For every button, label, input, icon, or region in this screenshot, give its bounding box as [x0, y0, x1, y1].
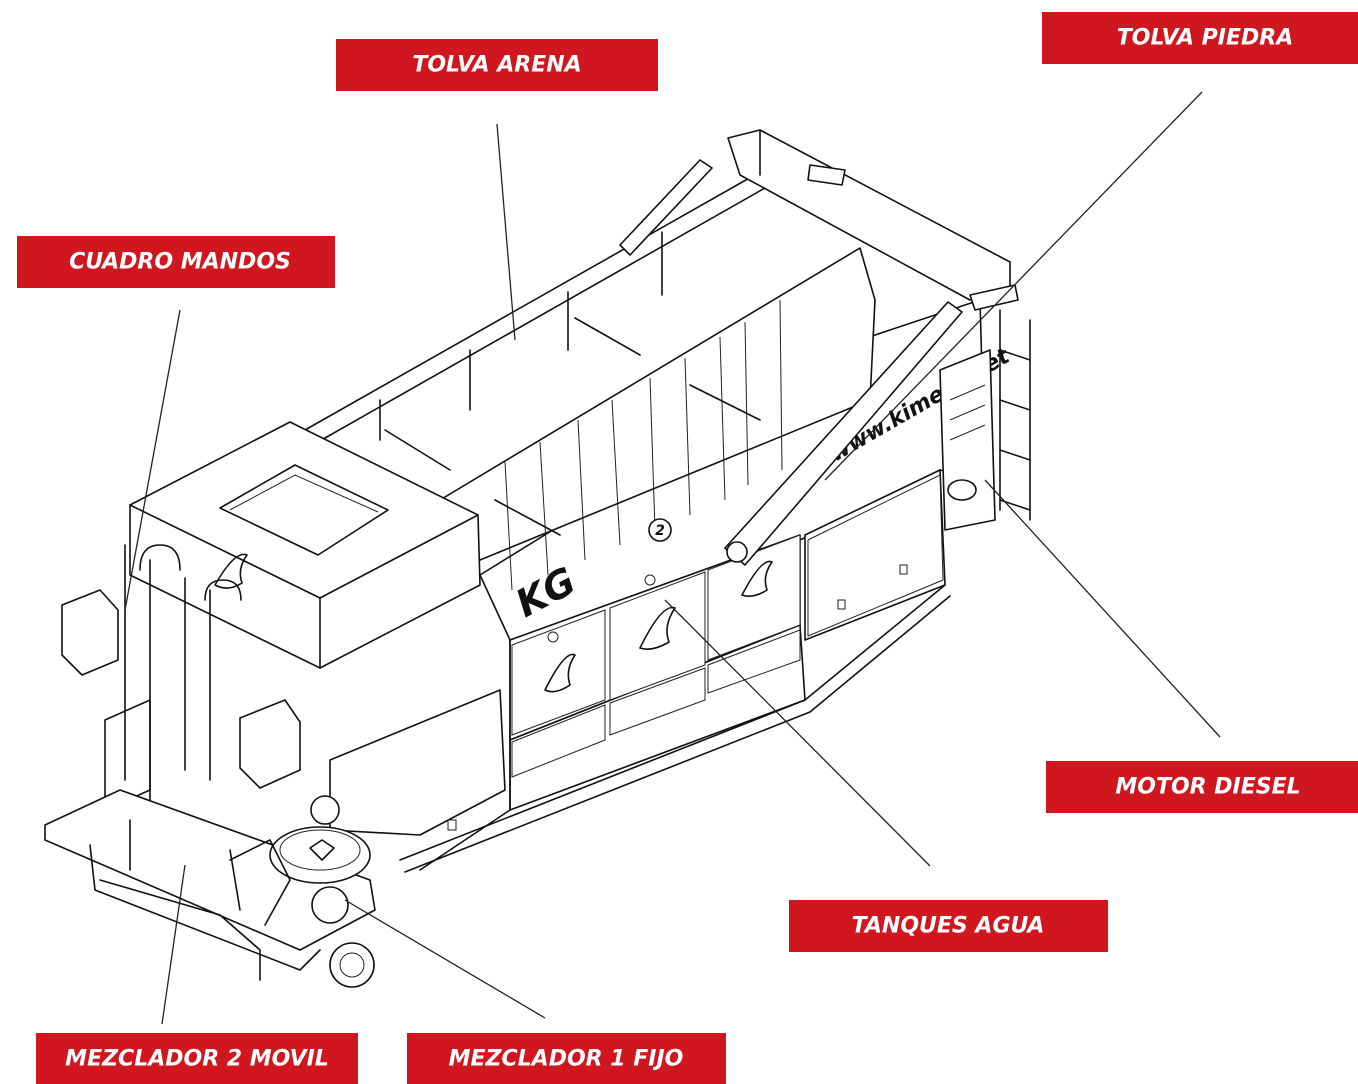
label-tanques-agua-text: TANQUES AGUA: [852, 914, 1045, 939]
label-mezclador-1-fijo-text: MEZCLADOR 1 FIJO: [449, 1047, 684, 1072]
leader-tolva-piedra: [824, 91, 1203, 481]
label-tolva-piedra: TOLVA PIEDRA: [1042, 12, 1358, 64]
label-tolva-arena: TOLVA ARENA: [336, 39, 658, 91]
leader-lines: [124, 91, 1221, 1025]
leader-mezclador-1: [344, 899, 546, 1019]
label-tolva-piedra-text: TOLVA PIEDRA: [1117, 26, 1293, 51]
label-motor-diesel: MOTOR DIESEL: [1046, 761, 1358, 813]
hydraulic-arms: [619, 159, 1019, 566]
leader-cuadro-mandos: [124, 309, 181, 611]
leader-mezclador-2: [161, 864, 186, 1025]
label-cuadro-mandos-text: CUADRO MANDOS: [69, 250, 291, 275]
machine-illustration: www.kimera.net KG 2: [44, 129, 1031, 988]
feeder-frame: [61, 544, 506, 836]
label-tolva-arena-text: TOLVA ARENA: [412, 53, 581, 78]
label-mezclador-2-movil-text: MEZCLADOR 2 MOVIL: [65, 1047, 329, 1072]
compartment-number: 2: [655, 523, 665, 539]
label-motor-diesel-text: MOTOR DIESEL: [1115, 775, 1300, 800]
label-cuadro-mandos: CUADRO MANDOS: [17, 236, 335, 288]
mixer-assembly: [44, 789, 376, 988]
leader-motor-diesel: [984, 479, 1221, 738]
diesel-engine: [939, 309, 1031, 531]
control-panel-housing: [129, 421, 481, 669]
water-tank-doors: [511, 474, 944, 778]
leader-tolva-arena: [496, 123, 516, 341]
label-mezclador-2-movil: MEZCLADOR 2 MOVIL: [36, 1033, 358, 1084]
label-mezclador-1-fijo: MEZCLADOR 1 FIJO: [407, 1033, 726, 1084]
leader-tanques-agua: [664, 599, 931, 867]
label-tanques-agua: TANQUES AGUA: [789, 900, 1108, 952]
